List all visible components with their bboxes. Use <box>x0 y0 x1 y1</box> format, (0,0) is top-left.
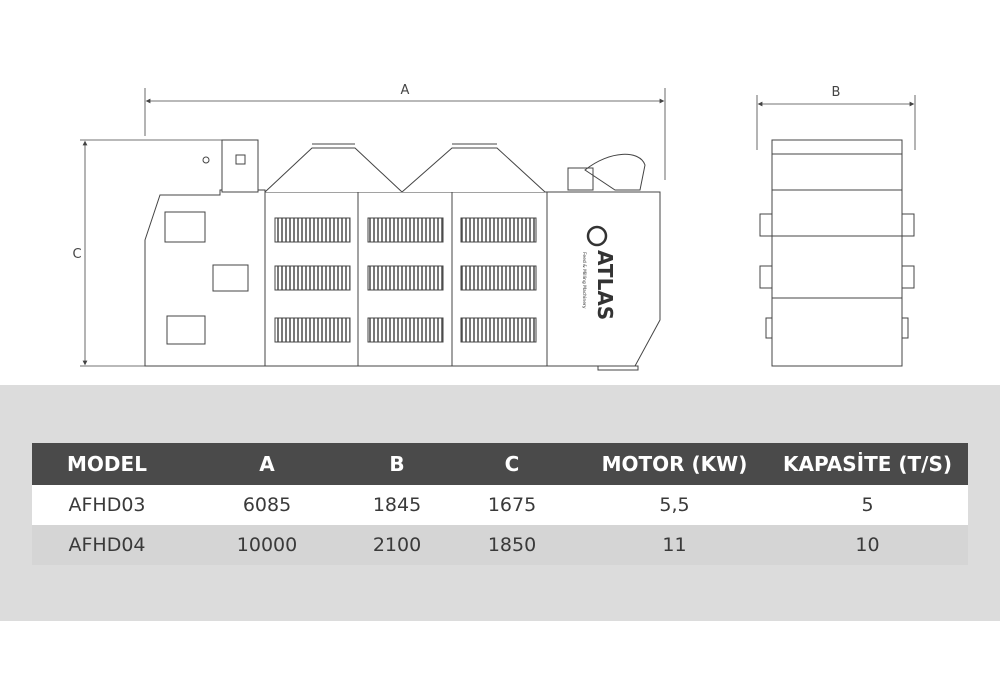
side-view <box>759 139 915 367</box>
dimension-a: A <box>144 83 666 180</box>
brand-tagline: Feed & Milling Machinery <box>581 252 587 309</box>
cell-a: 6085 <box>182 485 352 525</box>
header-capacity: KAPASİTE (T/S) <box>767 443 968 485</box>
dimension-b: B <box>756 85 916 150</box>
cell-b: 1845 <box>352 485 442 525</box>
technical-drawing: A B C <box>72 83 916 371</box>
cell-c: 1675 <box>442 485 582 525</box>
cell-capacity: 5 <box>767 485 968 525</box>
cell-model: AFHD04 <box>32 525 182 565</box>
dimension-c: C <box>72 139 225 367</box>
cell-c: 1850 <box>442 525 582 565</box>
header-model: MODEL <box>32 443 182 485</box>
grille-panels <box>274 217 537 343</box>
cell-motor: 11 <box>582 525 767 565</box>
brand-logo: ATLAS Feed & Milling Machinery <box>581 225 617 320</box>
dimension-a-label: A <box>401 83 410 98</box>
cell-capacity: 10 <box>767 525 968 565</box>
cell-model: AFHD03 <box>32 485 182 525</box>
specs-table: MODEL A B C MOTOR (KW) KAPASİTE (T/S) AF… <box>32 443 968 565</box>
header-b: B <box>352 443 442 485</box>
brand-logo-text: ATLAS <box>593 250 617 320</box>
header-a: A <box>182 443 352 485</box>
table-row: AFHD04 10000 2100 1850 11 10 <box>32 525 968 565</box>
header-c: C <box>442 443 582 485</box>
cell-motor: 5,5 <box>582 485 767 525</box>
dimension-b-label: B <box>832 85 841 100</box>
cell-b: 2100 <box>352 525 442 565</box>
specs-header-row: MODEL A B C MOTOR (KW) KAPASİTE (T/S) <box>32 443 968 485</box>
table-row: AFHD03 6085 1845 1675 5,5 5 <box>32 485 968 525</box>
header-motor: MOTOR (KW) <box>582 443 767 485</box>
dimension-c-label: C <box>72 247 81 262</box>
cell-a: 10000 <box>182 525 352 565</box>
